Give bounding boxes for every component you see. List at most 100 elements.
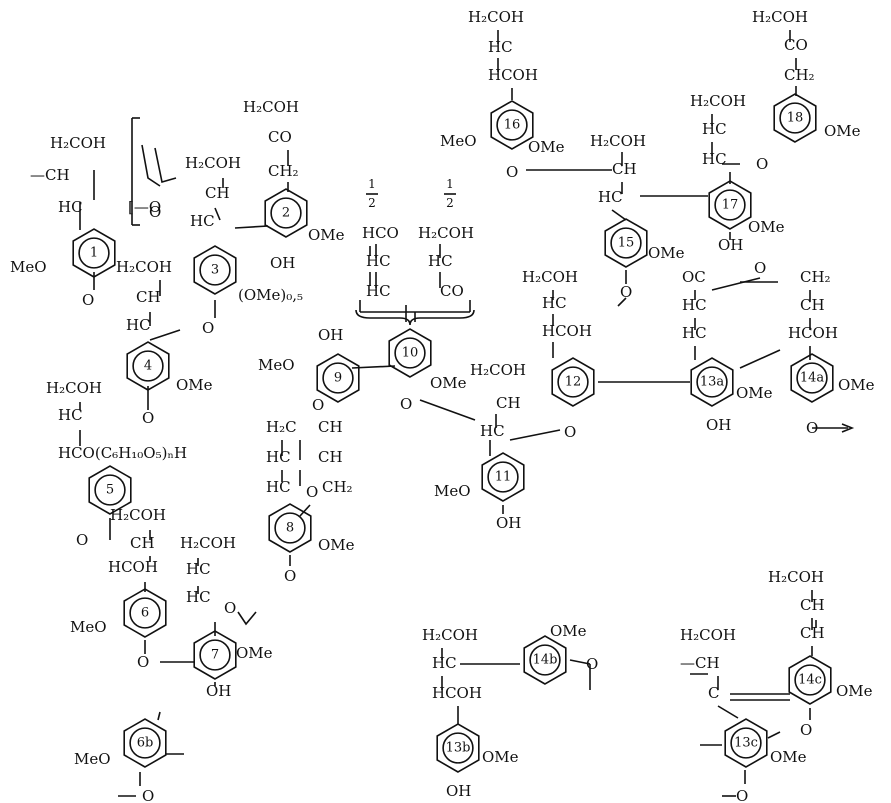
benzene-ring-18: 18 [773, 93, 817, 143]
group-label: CO [784, 36, 808, 54]
bond-line [419, 399, 476, 421]
group-label: H₂COH [116, 258, 172, 276]
group-label: OMe [176, 376, 213, 394]
group-label: OH [718, 236, 743, 254]
bond-line [767, 731, 781, 739]
group-label: MeO [10, 258, 47, 276]
group-label: HC [542, 294, 567, 312]
group-label: OMe [648, 244, 685, 262]
ring-hexagon [523, 635, 567, 685]
group-label: H₂COH [418, 224, 474, 242]
ring-aromatic-circle [394, 337, 426, 369]
group-label: OMe [550, 622, 587, 640]
oxygen-atom: O [736, 787, 748, 803]
ring-hexagon [123, 718, 167, 768]
oxygen-atom: O [142, 409, 154, 427]
oxygen-atom: O [400, 395, 412, 413]
group-label: OMe [838, 376, 875, 394]
oxygen-atom: O [149, 203, 161, 221]
ring-number: 7 [211, 648, 219, 663]
oxygen-atom: O [82, 291, 94, 309]
group-label: HC [598, 188, 623, 206]
ring-number: 9 [334, 371, 342, 386]
group-label: HCOH [432, 684, 482, 702]
group-label: CH₂ [800, 268, 831, 286]
ring-aromatic-circle [132, 350, 164, 382]
group-label: H₂C [266, 418, 297, 436]
group-label: HC [488, 38, 513, 56]
group-label: H₂COH [590, 132, 646, 150]
group-label: OC [682, 268, 706, 286]
oxygen-atom: O [506, 163, 518, 181]
group-label: H₂COH [680, 626, 736, 644]
oxygen-atom: O [312, 396, 324, 414]
group-label: MeO [440, 132, 477, 150]
ring-number: 14c [798, 673, 822, 688]
group-label: HCOH [542, 322, 592, 340]
oxygen-atom: O [564, 423, 576, 441]
ring-number: 13b [446, 741, 471, 756]
group-label: OH [318, 326, 343, 344]
group-label: HC [432, 654, 457, 672]
group-label: CH [130, 534, 155, 552]
bond-line [717, 705, 739, 719]
group-label: H₂COH [690, 92, 746, 110]
ring-hexagon [490, 100, 534, 150]
group-label: HC [702, 120, 727, 138]
oxygen-atom: O [224, 599, 236, 617]
group-label: CO [268, 128, 292, 146]
ring-hexagon [264, 188, 308, 238]
ring-hexagon [316, 353, 360, 403]
ring-number: 13a [700, 375, 725, 390]
ring-number: 15 [618, 236, 635, 251]
group-label: HC [480, 422, 505, 440]
benzene-ring-6b: 6b [123, 718, 167, 768]
group-label: HC [266, 478, 291, 496]
group-label: CH [496, 394, 521, 412]
ring-aromatic-circle [496, 109, 528, 141]
ring-number: 3 [211, 263, 219, 278]
group-label: HC [266, 448, 291, 466]
benzene-ring-6: 6 [123, 588, 167, 638]
ring-hexagon [708, 180, 752, 230]
group-label: OMe [430, 374, 467, 392]
group-label: CH₂ [268, 162, 299, 180]
end-arrow [841, 423, 855, 433]
label-layer: H₂COH—CHHC[—OH₂COHCHHCH₂COHCOCH₂OMeOHMeO… [10, 8, 875, 803]
oxygen-atom: O [806, 419, 818, 437]
oxygen-atom: O [620, 283, 632, 301]
group-label: H₂COH [768, 568, 824, 586]
group-label: MeO [434, 482, 471, 500]
group-label: H₂COH [468, 8, 524, 26]
group-label: OMe [748, 218, 785, 236]
group-label: CH [800, 596, 825, 614]
ring-aromatic-circle [610, 227, 642, 259]
group-label: HCO(C₆H₁₀O₅)ₙH [58, 444, 187, 462]
benzene-ring-13b: 13b [436, 723, 480, 773]
ring-number: 14b [533, 653, 558, 668]
ring-number: 6 [141, 606, 149, 621]
ring-aromatic-circle [730, 727, 762, 759]
benzene-ring-14b: 14b [523, 635, 567, 685]
oxygen-atom: O [137, 653, 149, 671]
ring-hexagon [72, 228, 116, 278]
benzene-ring-13a: 13a [690, 357, 734, 407]
group-label: OMe [236, 644, 273, 662]
bond-line [299, 504, 311, 517]
group-label: MeO [258, 356, 295, 374]
ring-number: 1 [90, 246, 98, 261]
group-label: HC [186, 588, 211, 606]
ring-aromatic-circle [129, 727, 161, 759]
ring-hexagon [790, 353, 834, 403]
group-label: CH [318, 448, 343, 466]
ring-aromatic-circle [796, 362, 828, 394]
ring-number: 16 [504, 118, 521, 133]
ring-number: 2 [282, 206, 290, 221]
group-label: CO [440, 282, 464, 300]
group-label: MeO [74, 750, 111, 768]
group-label: H₂COH [522, 268, 578, 286]
benzene-ring-14a: 14a [790, 353, 834, 403]
ring-number: 12 [565, 375, 582, 390]
ring-aromatic-circle [199, 639, 231, 671]
